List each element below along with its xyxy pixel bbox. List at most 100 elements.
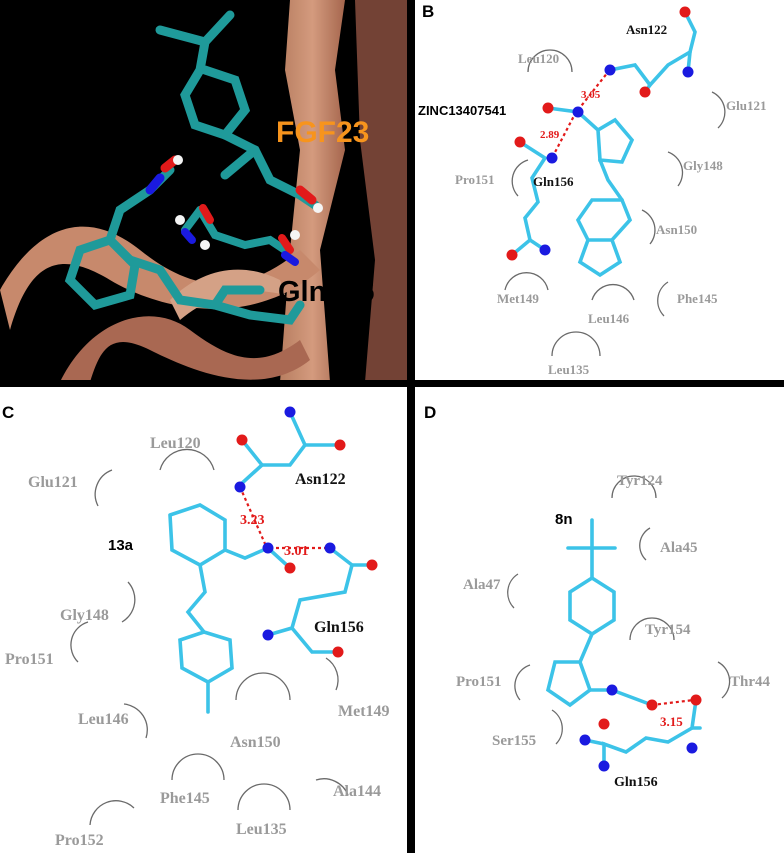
label-8n: 8n	[135, 61, 151, 77]
ligand-b-bonds	[546, 106, 635, 278]
residue-c-asn122	[238, 410, 342, 487]
label-c-ligand: 13a	[108, 537, 134, 554]
divider-vertical	[407, 0, 415, 853]
panel-label-b: B	[422, 2, 434, 21]
arc-d-ser155	[551, 709, 563, 745]
arc-c-leu135	[237, 783, 291, 811]
label-c-gln156: Gln156	[314, 619, 364, 636]
panel-label-c: C	[2, 403, 14, 422]
res-c-gly148: Gly148	[60, 607, 109, 624]
arc-c-asn150	[235, 672, 291, 701]
res-d-ser155: Ser155	[492, 733, 536, 749]
ligand-c-bonds	[168, 503, 270, 714]
res-d-ala45: Ala45	[660, 540, 698, 556]
residue-b-gln156	[510, 140, 548, 257]
atoms-c	[234, 406, 378, 658]
arc-d-ala47	[507, 573, 519, 609]
panel-a: A 8n FGF23 ZINC13407541 13a Gln156	[0, 0, 410, 382]
hbond-b-gln156	[551, 111, 577, 159]
panel-b: B	[418, 2, 766, 377]
res-c-leu120: Leu120	[150, 435, 201, 452]
arc-d-pro151	[514, 664, 531, 701]
arc-leu146	[591, 283, 635, 301]
res-b-leu135: Leu135	[548, 362, 590, 377]
res-d-tyr154: Tyr154	[645, 622, 691, 638]
arc-asn150	[641, 209, 656, 245]
label-fgf23: FGF23	[276, 116, 369, 149]
label-b-asn122: Asn122	[626, 22, 667, 37]
res-c-pro151: Pro151	[5, 651, 54, 668]
atom-highlights	[145, 155, 323, 266]
res-c-leu135: Leu135	[236, 821, 287, 838]
arc-c-pro152	[89, 800, 135, 826]
panel-label-d: D	[424, 403, 436, 422]
res-c-pro152: Pro152	[55, 832, 104, 849]
arc-d-thr44	[717, 661, 731, 699]
res-b-pro151: Pro151	[455, 172, 494, 187]
hbond-b-asn122	[577, 71, 609, 111]
arc-d-ala45	[639, 527, 651, 561]
res-c-met149: Met149	[338, 703, 390, 720]
res-b-leu120: Leu120	[518, 51, 559, 66]
pointer-line-top	[53, 198, 82, 227]
panel-c: C	[2, 403, 390, 849]
arc-c-met149	[325, 657, 339, 691]
res-b-gly148: Gly148	[683, 158, 723, 173]
res-b-leu146: Leu146	[588, 311, 630, 326]
res-c-phe145: Phe145	[160, 790, 210, 807]
residue-labels-b: Leu120 Glu121 Gly148 Pro151 Asn150 Met14…	[455, 51, 766, 377]
res-d-thr44: Thr44	[730, 674, 771, 690]
label-c-asn122: Asn122	[295, 471, 346, 488]
dist-d-1: 3.15	[660, 714, 683, 729]
res-b-asn150: Asn150	[656, 222, 697, 237]
label-gln156: Gln156	[278, 276, 375, 308]
arc-c-ala144	[315, 778, 349, 796]
arc-c-glu121	[94, 469, 113, 507]
label-b-gln156: Gln156	[533, 174, 574, 189]
hbond-d-gln156	[651, 698, 695, 707]
dist-b-1: 3.05	[581, 89, 601, 101]
arc-leu120	[527, 49, 573, 73]
arc-c-phe145	[171, 753, 225, 781]
arc-c-leu146	[123, 703, 148, 739]
arc-c-gly148	[121, 581, 136, 623]
res-d-ala47: Ala47	[463, 577, 501, 593]
atoms-b	[506, 6, 694, 261]
hydrophobic-arcs-d	[507, 475, 731, 745]
arc-gly148	[667, 151, 684, 187]
dist-c-1: 3.23	[240, 513, 265, 528]
res-b-glu121: Glu121	[726, 98, 766, 113]
arc-phe145	[657, 281, 669, 317]
label-13a: 13a	[30, 345, 54, 361]
hydrophobic-arcs-b	[504, 49, 726, 357]
atoms-d	[579, 684, 702, 772]
dist-c-2: 3.01	[284, 544, 309, 559]
label-d-gln156: Gln156	[614, 775, 658, 790]
res-c-glu121: Glu121	[28, 474, 78, 491]
arc-d-tyr124	[611, 475, 657, 499]
arc-d-tyr154	[629, 617, 675, 641]
res-d-pro151: Pro151	[456, 674, 502, 690]
arc-leu135	[551, 331, 601, 357]
arc-met149	[504, 272, 549, 291]
residue-sticks-gln156	[181, 206, 289, 254]
hbond-c-asn122	[238, 486, 268, 547]
res-c-leu146: Leu146	[78, 711, 129, 728]
arc-pro151	[511, 159, 529, 197]
arc-glu121	[711, 91, 726, 129]
panel-label-a: A	[2, 2, 14, 21]
res-b-met149: Met149	[497, 291, 539, 306]
arc-c-pro151	[70, 621, 89, 663]
residue-c-gln156	[266, 546, 374, 654]
divider-horizontal	[0, 380, 784, 387]
dist-b-2: 2.89	[540, 129, 560, 141]
res-d-tyr124: Tyr124	[617, 473, 663, 489]
res-c-asn150: Asn150	[230, 734, 281, 751]
panel-d: D	[424, 403, 771, 790]
arc-c-leu120	[159, 448, 215, 471]
res-b-phe145: Phe145	[677, 291, 718, 306]
residue-labels-c: Leu120 Glu121 Gly148 Pro151 Leu146 Asn15…	[5, 435, 390, 849]
label-b-ligand: ZINC13407541	[418, 103, 506, 118]
pointer-line-bottom	[43, 294, 74, 327]
